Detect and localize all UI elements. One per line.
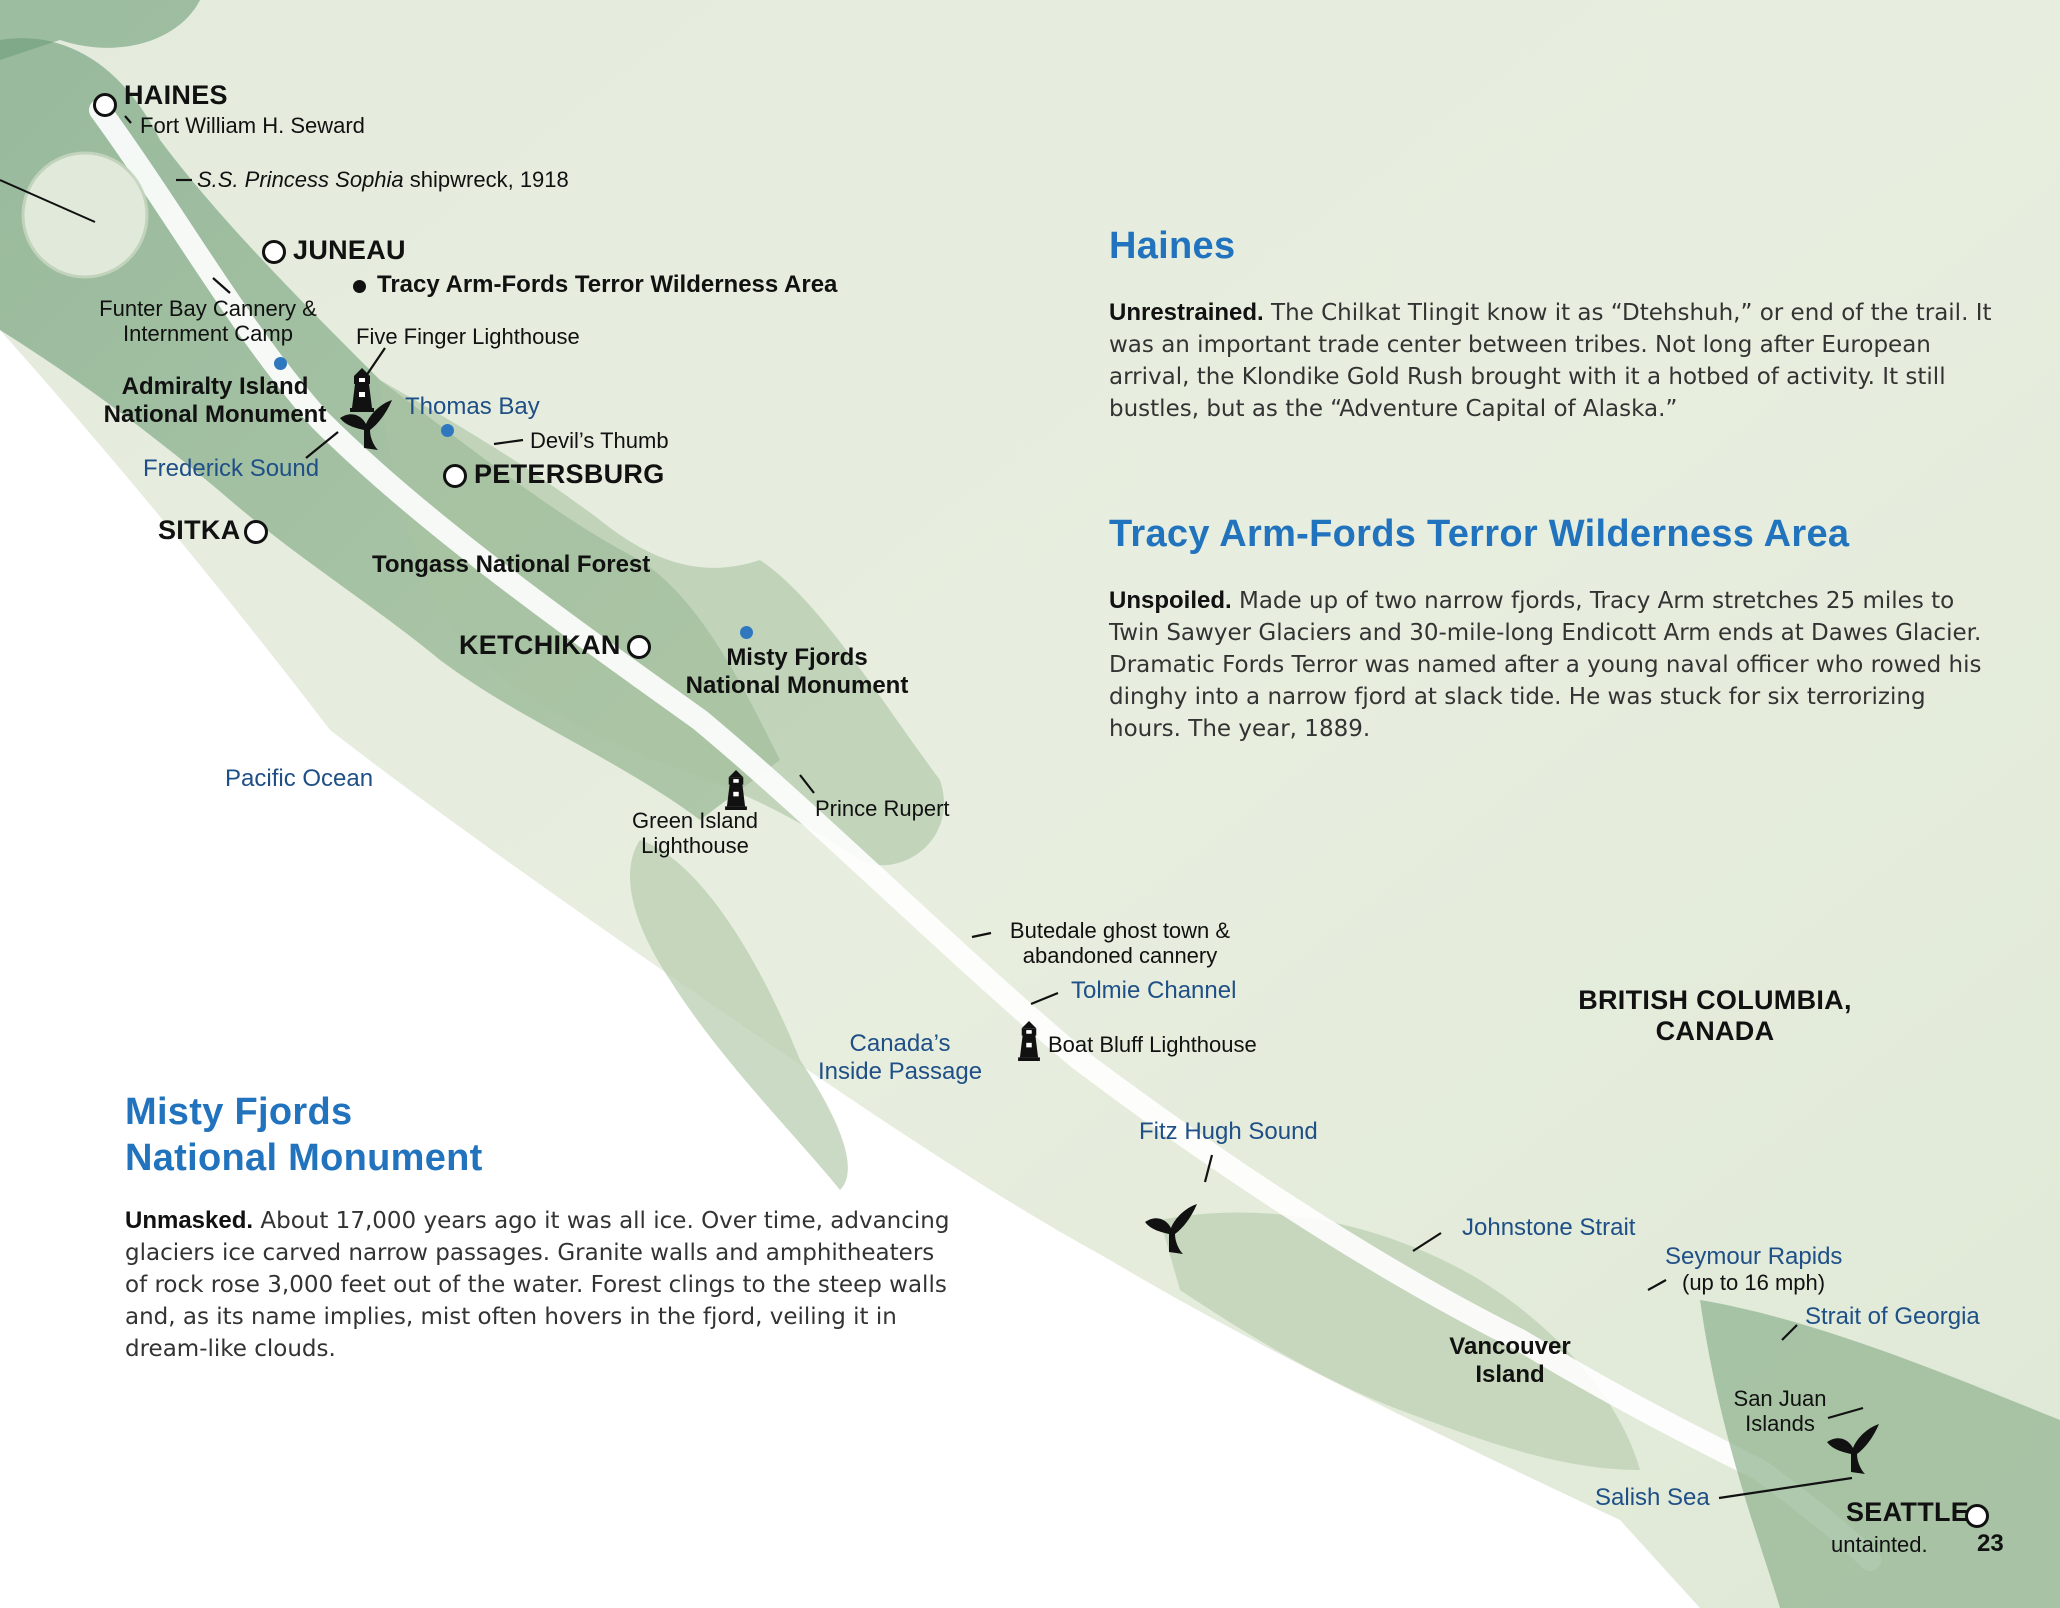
- label-inside-passage: Canada’s Inside Passage: [800, 1030, 1000, 1085]
- label-pacific-ocean: Pacific Ocean: [225, 765, 374, 792]
- label-seymour-speed: (up to 16 mph): [1682, 1270, 1826, 1295]
- article-haines: Haines Unrestrained. The Chilkat Tlingit…: [1109, 224, 2009, 425]
- label-san-juan-line2: Islands: [1745, 1411, 1815, 1437]
- article-haines-title: Haines: [1109, 225, 1236, 267]
- misty-fjords-dot-icon[interactable]: [740, 626, 753, 639]
- label-boat-bluff-lighthouse: Boat Bluff Lighthouse: [1048, 1032, 1257, 1057]
- article-haines-body: Unrestrained. The Chilkat Tlingit know i…: [1109, 297, 2009, 425]
- article-tracy-arm: Tracy Arm-Fords Terror Wilderness Area U…: [1109, 512, 1999, 745]
- article-haines-text: The Chilkat Tlingit know it as “Dtehshuh…: [1109, 299, 1992, 422]
- city-label-sitka[interactable]: SITKA: [158, 515, 241, 545]
- label-tolmie-channel: Tolmie Channel: [1071, 977, 1237, 1004]
- label-admiralty-island: Admiralty Island National Monument: [90, 373, 340, 428]
- article-misty-title: Misty Fjords National Monument: [125, 1090, 955, 1181]
- inset-map-circle: [21, 151, 149, 279]
- southeast-islands-land: [380, 380, 944, 866]
- mainland-north: [0, 0, 200, 60]
- label-butedale: Butedale ghost town & abandoned cannery: [990, 918, 1250, 969]
- label-inside-passage-line1: Canada’s: [849, 1030, 951, 1057]
- label-seymour-rapids: Seymour Rapids: [1665, 1243, 1843, 1270]
- label-johnstone-strait: Johnstone Strait: [1462, 1214, 1636, 1241]
- article-misty-title-line2: National Monument: [125, 1136, 483, 1179]
- city-label-seattle[interactable]: SEATTLE: [1846, 1497, 1970, 1527]
- article-tracy-text: Made up of two narrow fjords, Tracy Arm …: [1109, 587, 1982, 742]
- label-inside-passage-line2: Inside Passage: [817, 1057, 983, 1085]
- label-devils-thumb: Devil’s Thumb: [530, 428, 669, 453]
- label-san-juan-islands: San Juan Islands: [1720, 1386, 1840, 1437]
- poi-dot-icon[interactable]: [274, 357, 287, 370]
- city-label-ketchikan[interactable]: KETCHIKAN: [459, 630, 621, 660]
- article-haines-lead: Unrestrained.: [1109, 298, 1264, 326]
- article-tracy-title: Tracy Arm-Fords Terror Wilderness Area: [1109, 513, 1850, 555]
- label-vancouver-line1: Vancouver: [1449, 1333, 1571, 1360]
- label-misty-line1: Misty Fjords: [726, 644, 868, 671]
- seattle-city-icon[interactable]: [1965, 1504, 1989, 1528]
- city-label-petersburg[interactable]: PETERSBURG: [474, 459, 665, 489]
- city-label-juneau[interactable]: JUNEAU: [293, 235, 406, 265]
- label-bc-line1: BRITISH COLUMBIA,: [1578, 985, 1852, 1015]
- label-fitz-hugh-sound: Fitz Hugh Sound: [1139, 1118, 1318, 1145]
- label-tracy-arm[interactable]: Tracy Arm-Fords Terror Wilderness Area: [377, 271, 838, 298]
- ketchikan-city-icon[interactable]: [627, 635, 651, 659]
- label-salish-sea: Salish Sea: [1595, 1484, 1710, 1511]
- label-funter-bay-line2: Internment Camp: [123, 321, 293, 347]
- label-vancouver-island: Vancouver Island: [1430, 1333, 1590, 1388]
- article-misty-text: About 17,000 years ago it was all ice. O…: [125, 1208, 950, 1363]
- label-admiralty-line2: National Monument: [103, 400, 327, 428]
- leader-lines: [124, 115, 1864, 1500]
- thomas-bay-dot-icon[interactable]: [441, 424, 454, 437]
- lighthouse-icon: [725, 770, 747, 810]
- sitka-city-icon[interactable]: [244, 520, 268, 544]
- haida-gwaii-land: [630, 840, 848, 1190]
- label-fort-seward: Fort William H. Seward: [140, 113, 365, 138]
- label-frederick-sound: Frederick Sound: [143, 455, 320, 482]
- label-admiralty-line1: Admiralty Island: [121, 373, 309, 400]
- juneau-city-icon[interactable]: [262, 240, 286, 264]
- label-bc-line2: CANADA: [1655, 1016, 1775, 1047]
- tracy-arm-dot-icon[interactable]: [353, 280, 366, 293]
- article-misty-body: Unmasked. About 17,000 years ago it was …: [125, 1205, 955, 1365]
- label-vancouver-line2: Island: [1475, 1360, 1545, 1388]
- label-five-finger-lighthouse: Five Finger Lighthouse: [356, 324, 580, 349]
- vancouver-island-land: [1160, 1212, 1640, 1470]
- article-misty-fjords: Misty Fjords National Monument Unmasked.…: [125, 1090, 955, 1365]
- label-strait-of-georgia: Strait of Georgia: [1805, 1303, 1980, 1330]
- whale-tail-icon: [1145, 1204, 1197, 1254]
- whale-tail-icon: [340, 400, 392, 450]
- page-number: 23: [1977, 1530, 2004, 1557]
- pacific-ocean-area: [0, 330, 1700, 1608]
- label-thomas-bay: Thomas Bay: [405, 393, 540, 420]
- label-british-columbia: BRITISH COLUMBIA, CANADA: [1540, 985, 1890, 1047]
- article-tracy-lead: Unspoiled.: [1109, 586, 1232, 614]
- label-funter-bay: Funter Bay Cannery & Internment Camp: [88, 296, 328, 347]
- label-misty-line2: National Monument: [685, 671, 909, 699]
- label-shipwreck: S.S. Princess Sophia shipwreck, 1918: [197, 167, 569, 192]
- label-green-island-line2: Lighthouse: [641, 833, 749, 859]
- whale-tail-icon: [1827, 1424, 1879, 1474]
- mainland-green: [1700, 1300, 2060, 1608]
- label-shipwreck-name: S.S. Princess Sophia: [197, 167, 404, 192]
- inset-pointer-line: [0, 179, 96, 223]
- label-shipwreck-rest: shipwreck, 1918: [403, 167, 569, 192]
- article-misty-title-line1: Misty Fjords: [125, 1091, 353, 1133]
- city-label-haines[interactable]: HAINES: [124, 80, 228, 110]
- haines-city-icon[interactable]: [93, 93, 117, 117]
- label-tongass: Tongass National Forest: [372, 551, 651, 578]
- label-butedale-line1: Butedale ghost town &: [1009, 918, 1231, 943]
- label-green-island-line1: Green Island: [632, 808, 758, 833]
- article-tracy-body: Unspoiled. Made up of two narrow fjords,…: [1109, 585, 1999, 745]
- label-green-island-lighthouse: Green Island Lighthouse: [610, 808, 780, 859]
- lighthouse-icon: [1018, 1021, 1040, 1061]
- inside-passage-waterway: [89, 99, 1881, 1571]
- label-prince-rupert: Prince Rupert: [815, 796, 950, 821]
- label-butedale-line2: abandoned cannery: [1022, 943, 1218, 969]
- label-funter-bay-line1: Funter Bay Cannery &: [99, 296, 317, 321]
- article-misty-lead: Unmasked.: [125, 1207, 254, 1235]
- footer-fragment: untainted.: [1831, 1532, 1928, 1557]
- label-san-juan-line1: San Juan: [1733, 1386, 1827, 1411]
- lighthouse-icon: [350, 368, 374, 412]
- label-misty-fjords: Misty Fjords National Monument: [672, 644, 922, 699]
- petersburg-city-icon[interactable]: [443, 464, 467, 488]
